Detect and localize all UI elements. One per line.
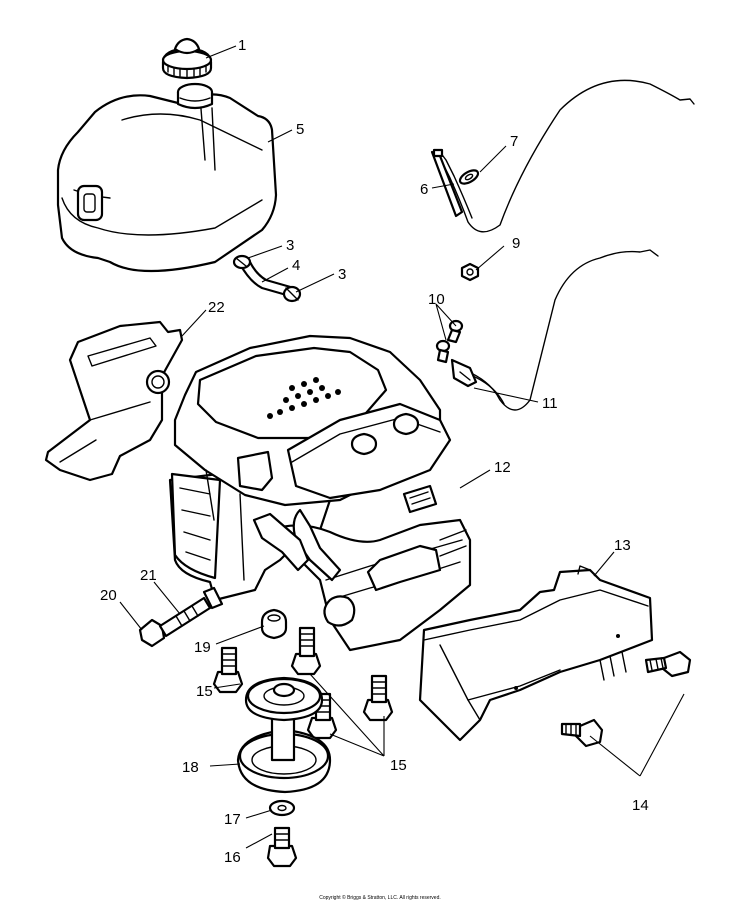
callout-10: 10 [428, 291, 445, 308]
callout-6: 6 [420, 181, 428, 198]
fuel-line [232, 254, 302, 303]
spacer-washer [260, 608, 288, 640]
fuel-cap [161, 37, 213, 80]
throttle-cable [430, 79, 695, 282]
heat-shield [418, 565, 654, 742]
callout-3-top: 3 [286, 237, 294, 254]
heat-shield-screws [560, 650, 692, 748]
engine-shroud [44, 320, 184, 482]
callout-4: 4 [292, 257, 300, 274]
callout-14: 14 [632, 797, 649, 814]
engine [168, 334, 452, 602]
callout-9: 9 [512, 235, 520, 252]
washer [268, 799, 296, 817]
callout-15-bottom: 15 [390, 757, 407, 774]
callout-21: 21 [140, 567, 157, 584]
callout-11: 11 [542, 395, 558, 412]
engine-pulley [236, 676, 332, 794]
callout-labels: 1 5 3 4 3 7 6 9 10 11 22 12 13 21 20 19 … [100, 37, 649, 866]
callout-12: 12 [494, 459, 511, 476]
callout-18: 18 [182, 759, 199, 776]
copyright-notice: Copyright © Briggs & Stratton, LLC. All … [319, 895, 441, 901]
callout-15-left: 15 [196, 683, 213, 700]
muffler [252, 508, 472, 652]
callout-7: 7 [510, 133, 518, 150]
callout-17: 17 [224, 811, 241, 828]
pulley-bolt [266, 826, 298, 868]
callout-13: 13 [614, 537, 631, 554]
callout-3-bottom: 3 [338, 266, 346, 283]
callout-19: 19 [194, 639, 211, 656]
callout-16: 16 [224, 849, 241, 866]
stud-and-nut [138, 586, 224, 648]
callout-22: 22 [208, 299, 225, 316]
fuel-tank [56, 82, 278, 273]
callout-5: 5 [296, 121, 304, 138]
leader-lines [119, 45, 685, 849]
callout-1: 1 [238, 37, 246, 54]
callout-20: 20 [100, 587, 117, 604]
